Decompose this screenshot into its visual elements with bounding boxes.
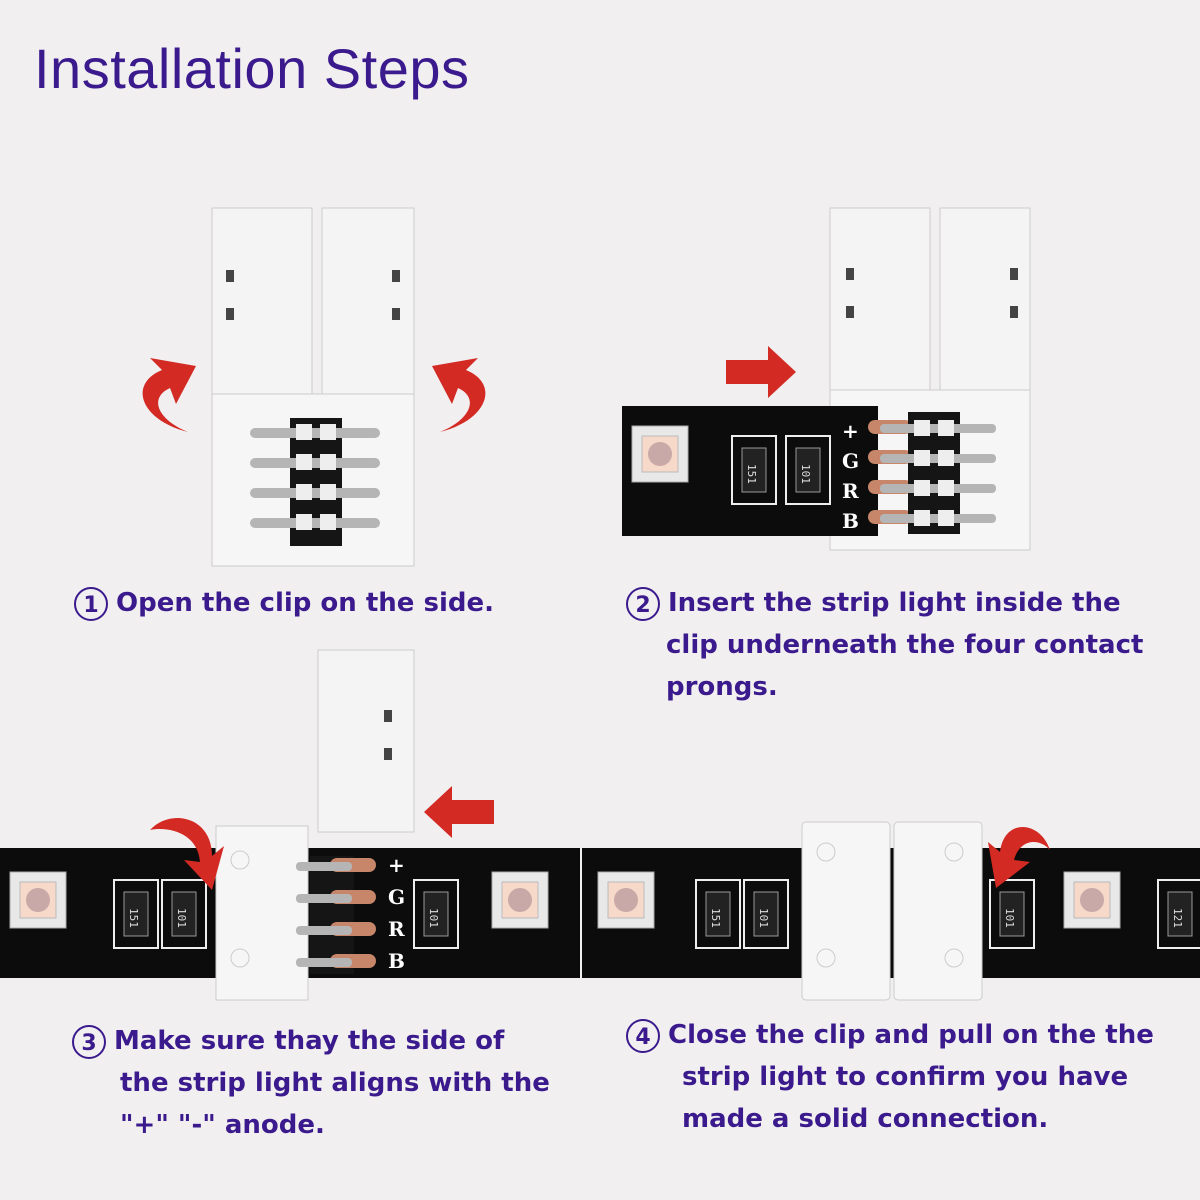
pin-label-b-3: B [388, 949, 405, 973]
pin-label-b: B [842, 509, 859, 533]
step3-number: 3 [72, 1024, 106, 1059]
rotate-left-arrow [142, 358, 196, 432]
pin-label-r: R [842, 479, 859, 503]
step4-illustration: 151 101 101 121 [582, 821, 1200, 1001]
pin-label-r-3: R [388, 917, 405, 941]
svg-text:101: 101 [757, 908, 770, 928]
step3-line3: "+" "-" anode. [120, 1110, 325, 1140]
step3-illustration: 151 101 101 + G R B [0, 649, 580, 1001]
svg-text:101: 101 [1003, 908, 1016, 928]
rotate-right-arrow [432, 358, 486, 432]
step3-line1: Make sure thay the side of [114, 1026, 505, 1056]
step2-number: 2 [626, 586, 660, 621]
step1-prongs [250, 418, 380, 546]
svg-text:101: 101 [427, 908, 440, 928]
step1-number: 1 [74, 586, 108, 621]
page-title: Installation Steps [34, 37, 470, 100]
step4-line1: Close the clip and pull on the the [668, 1020, 1154, 1050]
svg-text:151: 151 [745, 464, 758, 484]
pin-label-g-3: G [388, 885, 405, 909]
step4-line3: made a solid connection. [682, 1104, 1049, 1134]
step2-line3: prongs. [666, 672, 778, 702]
pin-label-g: G [842, 449, 859, 473]
step2-caption: 2 Insert the strip light inside the clip … [626, 582, 1143, 708]
step3-caption: 3 Make sure thay the side of the strip li… [72, 1020, 550, 1146]
svg-text:101: 101 [799, 464, 812, 484]
step1-caption: 1 Open the clip on the side. [74, 582, 494, 624]
svg-text:151: 151 [127, 908, 140, 928]
step4-caption: 4 Close the clip and pull on the the stri… [626, 1014, 1154, 1140]
step2-line1: Insert the strip light inside the [668, 588, 1121, 618]
step2-illustration: 151 101 + G R B [622, 207, 1031, 551]
step1-line1: Open the clip on the side. [116, 588, 494, 618]
step4-line2: strip light to confirm you have [682, 1062, 1129, 1092]
close-right-arrow [988, 827, 1050, 888]
svg-text:151: 151 [709, 908, 722, 928]
insert-arrow [726, 346, 796, 398]
pin-label-plus: + [842, 419, 859, 443]
svg-text:101: 101 [175, 908, 188, 928]
step3-line2: the strip light aligns with the [120, 1068, 550, 1098]
step2-line2: clip underneath the four contact [666, 630, 1144, 660]
step1-illustration [142, 207, 486, 567]
close-left-arrow [150, 817, 224, 890]
pin-label-plus-3: + [388, 853, 405, 877]
push-arrow [424, 786, 494, 838]
step4-number: 4 [626, 1018, 660, 1053]
svg-text:121: 121 [1171, 908, 1184, 928]
